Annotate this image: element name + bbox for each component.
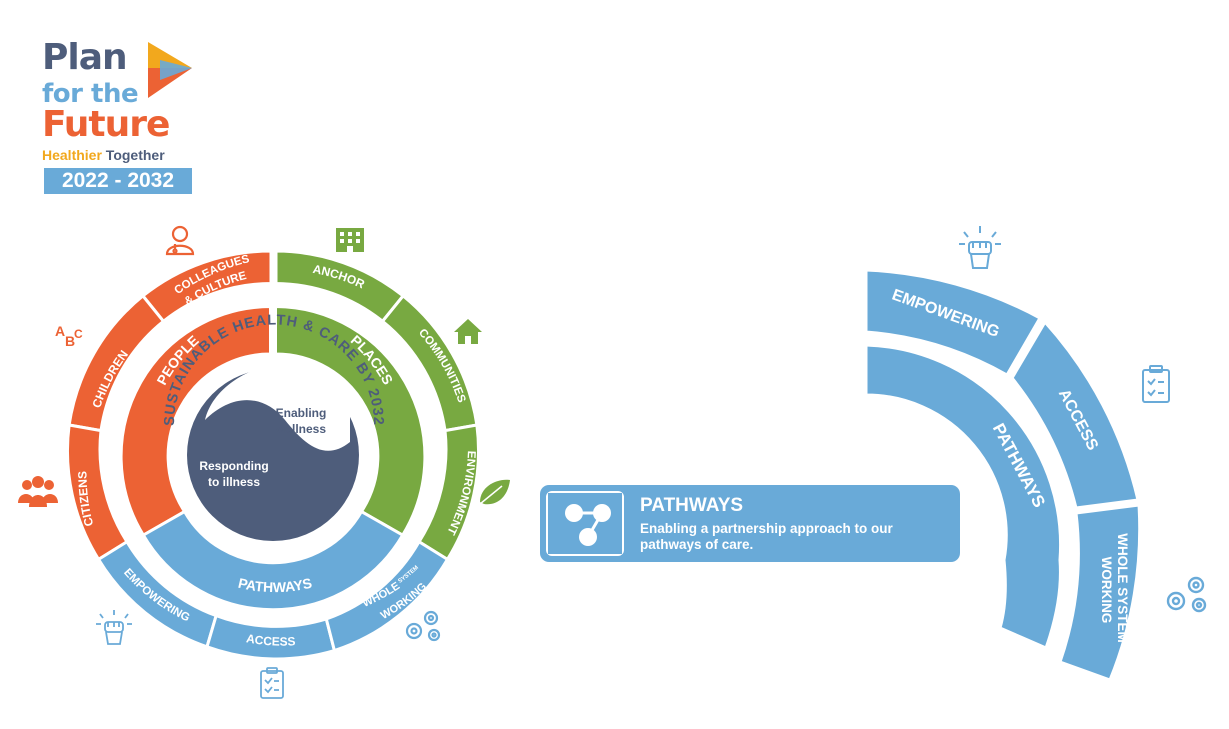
enabling-wellness-line1: Enabling [276, 406, 327, 420]
segment-children[interactable] [67, 293, 166, 433]
label-citizens: CITIZENS [76, 471, 97, 528]
detail-label-access: ACCESS [1055, 386, 1101, 453]
group-icon [18, 476, 58, 507]
label-empowering: EMPOWERING [121, 567, 191, 625]
centre-core [187, 365, 359, 541]
detail-arc: EMPOWERING ACCESS PATHWAYS WHOLE SYSTEM … [864, 268, 1142, 682]
house-icon [454, 319, 482, 344]
label-children: CHILDREN [89, 348, 131, 410]
segment-communities[interactable] [380, 293, 479, 433]
network-icon [546, 491, 624, 556]
enabling-wellness-line2: wellness [275, 422, 326, 436]
segment-places[interactable] [274, 304, 427, 538]
fist-icon [959, 226, 1001, 269]
gears-icon [405, 610, 441, 642]
label-places: PLACES [348, 332, 397, 387]
detail-label-empowering: EMPOWERING [890, 286, 1002, 341]
clipboard-icon [260, 667, 284, 699]
label-access: ACCESS [245, 631, 296, 648]
card-title: PATHWAYS [640, 495, 744, 516]
segment-anchor[interactable] [274, 249, 406, 324]
svg-text:C: C [74, 327, 83, 341]
outer-ring [65, 249, 481, 661]
inner-ring [119, 304, 427, 612]
clipboard-icon [1142, 365, 1170, 403]
label-communities: COMMUNITIES [416, 327, 467, 405]
detail-label-pathways: PATHWAYS [989, 420, 1049, 510]
logo-future: Future [42, 104, 170, 145]
label-pathways: PATHWAYS [237, 575, 314, 596]
segment-colleagues-culture[interactable] [140, 249, 273, 324]
logo-arrow-icon [148, 42, 192, 98]
svg-text:A: A [55, 323, 65, 339]
leaf-icon [479, 479, 510, 505]
segment-access[interactable] [205, 613, 337, 661]
label-culture: & CULTURE [182, 270, 248, 308]
plan-for-the-future-logo: Plan for the Future Healthier Together 2… [42, 40, 202, 200]
label-environment: ENVIRONMENT [444, 451, 477, 537]
segment-whole-system-working[interactable] [324, 539, 450, 653]
gears-icon [1166, 576, 1207, 613]
segment-empowering[interactable] [96, 539, 218, 649]
label-anchor: ANCHOR [312, 262, 367, 292]
fist-icon [96, 610, 132, 645]
responding-illness-line1: Responding [199, 459, 268, 473]
hospital-icon [336, 228, 364, 252]
logo-for-the: for the [42, 79, 139, 109]
logo-tagline: Healthier Together [42, 147, 165, 163]
label-working: WORKING [379, 581, 429, 622]
card-description: Enabling a partnership approach to our p… [640, 521, 893, 552]
responding-illness-line2: to illness [208, 475, 260, 489]
doctor-icon [165, 225, 195, 256]
logo-plan: Plan [42, 37, 128, 78]
detail-segment-whole-system-working[interactable] [1058, 503, 1142, 682]
detail-label-whole-system: WHOLE SYSTEM [1115, 533, 1130, 643]
label-people: PEOPLE [153, 332, 201, 387]
centre-title: SUSTAINABLE HEALTH & CARE BY 2032 [162, 312, 386, 426]
abc-icon: A B C [55, 323, 83, 349]
segment-environment[interactable] [416, 423, 481, 562]
label-whole: WHOLESYSTEM [361, 565, 420, 610]
detail-label-working: WORKING [1099, 557, 1114, 624]
svg-text:B: B [65, 333, 75, 349]
detail-segment-empowering[interactable] [864, 268, 1043, 378]
segment-pathways[interactable] [141, 509, 405, 612]
detail-segment-access[interactable] [1010, 319, 1140, 510]
logo-years: 2022 - 2032 [44, 168, 192, 194]
pathways-card: PATHWAYS Enabling a partnership approach… [540, 485, 960, 562]
segment-people[interactable] [119, 304, 272, 538]
label-colleagues: COLLEAGUES [172, 253, 251, 297]
segment-citizens[interactable] [65, 423, 130, 562]
